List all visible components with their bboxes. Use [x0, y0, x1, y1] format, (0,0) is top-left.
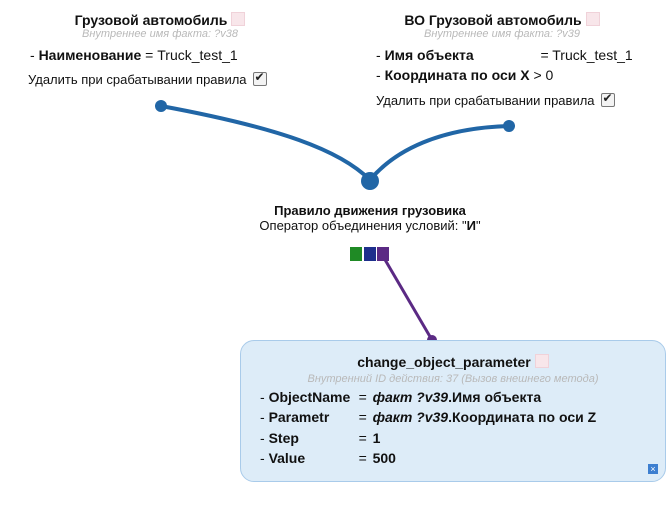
- rule-node[interactable]: Правило движения грузовика Оператор объе…: [210, 203, 530, 233]
- fact1-delete-option: Удалить при срабатывании правила: [28, 70, 267, 87]
- fact1-internal-name: Внутреннее имя факта: ?v38: [82, 28, 238, 40]
- action-internal-id: Внутренний ID действия: 37 (Вызов внешне…: [307, 373, 599, 385]
- fact2-row-0: - Имя объекта = Truck_test_1: [376, 47, 633, 63]
- rule-operator: Оператор объединения условий: "И": [259, 218, 481, 233]
- rule-port-green[interactable]: [350, 247, 362, 261]
- fact2-connector-dot[interactable]: [503, 120, 515, 132]
- rule-port-blue[interactable]: [364, 247, 376, 261]
- connector-rule-to-action: [382, 257, 434, 341]
- fact-node-1[interactable]: Грузовой автомобиль Внутреннее имя факта…: [30, 12, 290, 40]
- fact2-delete-option: Удалить при срабатывании правила: [376, 91, 615, 108]
- fact2-delete-label: Удалить при срабатывании правила: [376, 93, 595, 108]
- action-param-row: - ObjectName=факт ?v39.Имя объекта: [260, 389, 542, 405]
- action-title: change_object_parameter: [357, 354, 531, 370]
- fact1-color-marker[interactable]: [231, 12, 246, 26]
- fact1-row-0: - Наименование = Truck_test_1: [30, 47, 238, 63]
- fact1-delete-checkbox[interactable]: [252, 70, 267, 86]
- fact1-connector-dot[interactable]: [155, 100, 167, 112]
- action-param-row: - Value=500: [260, 450, 396, 466]
- fact1-delete-label: Удалить при срабатывании правила: [28, 72, 247, 87]
- close-icon[interactable]: ×: [648, 464, 658, 474]
- action-param-row: - Parametr=факт ?v39.Координата по оси Z: [260, 409, 597, 425]
- fact2-internal-name: Внутреннее имя факта: ?v39: [424, 28, 580, 40]
- action-color-marker[interactable]: [534, 354, 549, 368]
- rule-port-purple[interactable]: [377, 247, 389, 261]
- action-node[interactable]: change_object_parameter Внутренний ID де…: [240, 340, 666, 482]
- rule-connector-dot[interactable]: [361, 172, 379, 190]
- action-param-row: - Step=1: [260, 430, 381, 446]
- fact2-delete-checkbox[interactable]: [600, 91, 615, 107]
- connector-fact1-to-rule: [160, 104, 372, 182]
- fact-node-2[interactable]: ВО Грузовой автомобиль Внутреннее имя фа…: [372, 12, 632, 40]
- rule-title: Правило движения грузовика: [274, 203, 466, 218]
- fact2-row-1: - Координата по оси X > 0: [376, 67, 554, 83]
- fact2-color-marker[interactable]: [585, 12, 600, 26]
- fact1-title: Грузовой автомобиль: [74, 12, 228, 28]
- connector-fact2-to-rule: [368, 124, 510, 182]
- fact2-title: ВО Грузовой автомобиль: [404, 12, 582, 28]
